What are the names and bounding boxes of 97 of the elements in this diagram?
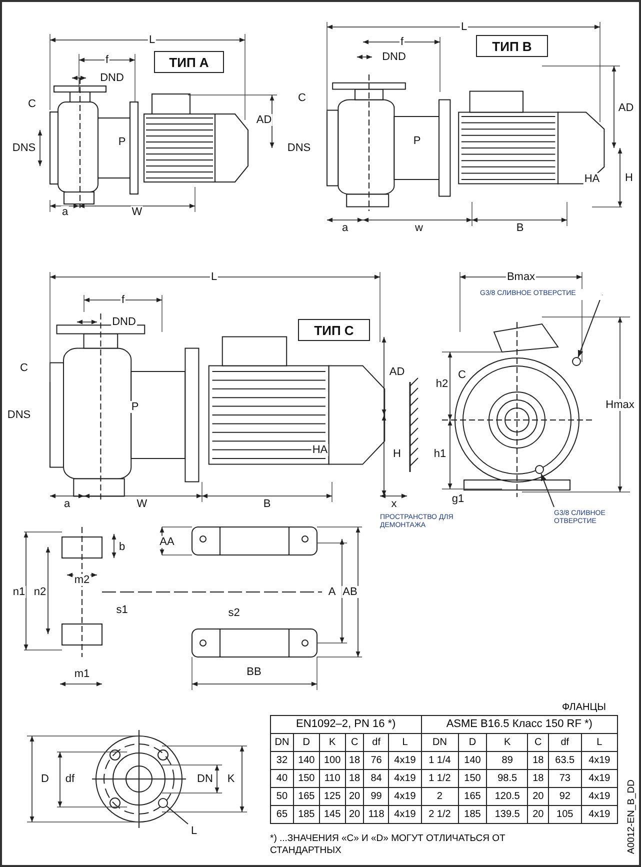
table-cell: 105 xyxy=(548,806,582,824)
dimension-label: g1 xyxy=(450,492,466,506)
dimension-label: DND xyxy=(111,316,137,328)
table-cell: 4x19 xyxy=(581,806,618,824)
dimension-label: s2 xyxy=(227,606,241,620)
table-cell: df xyxy=(364,734,389,752)
table-cell: 110 xyxy=(319,770,346,788)
table-cell: 165 xyxy=(293,788,320,806)
dimension-label: C xyxy=(457,368,467,382)
table-cell: 4x19 xyxy=(388,806,422,824)
table-cell: 73 xyxy=(548,770,582,788)
table-cell: 65 xyxy=(270,806,294,824)
dimension-label: HA xyxy=(311,444,329,456)
table-title: ФЛАНЦЫ xyxy=(562,702,606,713)
table-cell: 84 xyxy=(364,770,389,788)
table-cell: 2 1/2 xyxy=(421,806,458,824)
table-cell: 4x19 xyxy=(581,752,618,770)
drain-plug xyxy=(535,465,544,474)
footnote: *) ...ЗНАЧЕНИЯ «C» И «D» МОГУТ ОТЛИЧАТЬСЯ ОТ СТАНДАРТНЫХ xyxy=(270,833,506,858)
table-cell: L xyxy=(388,734,422,752)
dimension-label: DNS xyxy=(11,142,37,154)
table-cell: 4x19 xyxy=(581,770,618,788)
bolt-hole xyxy=(158,798,168,808)
table-cell: 18 xyxy=(345,752,364,770)
table-header: ASME B16.5 Класс 150 RF *) xyxy=(421,716,618,734)
table-cell: 145 xyxy=(319,806,346,824)
table-cell: 140 xyxy=(293,752,320,770)
table-cell: C xyxy=(528,734,548,752)
drawing-code: A0012-EN_B_DD xyxy=(626,780,637,854)
table-cell: 20 xyxy=(528,788,548,806)
dimension-label: DNS xyxy=(286,142,312,154)
dimension-label: AD xyxy=(255,114,273,126)
table-cell: 76 xyxy=(364,752,389,770)
table-cell: 4x19 xyxy=(388,788,422,806)
table-cell: DN xyxy=(270,734,294,752)
drain-plug xyxy=(572,357,581,366)
table-cell: 125 xyxy=(319,788,346,806)
dimension-label: Bmax xyxy=(506,270,536,284)
table-cell: DN xyxy=(421,734,458,752)
table-cell: 40 xyxy=(270,770,294,788)
dimension-label: P xyxy=(130,400,140,414)
dimension-label: AB xyxy=(342,586,358,598)
type-tag: ТИП В xyxy=(476,35,548,57)
table-cell: K xyxy=(319,734,346,752)
dimension-label: s1 xyxy=(115,604,129,616)
table-cell: 4x19 xyxy=(581,788,618,806)
table-cell: 63.5 xyxy=(548,752,582,770)
table-cell: 4x19 xyxy=(388,770,422,788)
leader-line xyxy=(540,473,554,508)
table-cell: 20 xyxy=(345,788,364,806)
table-cell: 140 xyxy=(458,752,487,770)
table-cell: 4x19 xyxy=(388,752,422,770)
type-tag: ТИП А xyxy=(154,51,224,73)
table-cell: df xyxy=(548,734,582,752)
table-cell: 89 xyxy=(486,752,528,770)
table-cell: L xyxy=(581,734,618,752)
dimension-label: C xyxy=(297,92,307,104)
table-cell: 20 xyxy=(345,806,364,824)
leader-line xyxy=(166,806,188,824)
table-header: EN1092–2, PN 16 *) xyxy=(270,716,422,734)
dimension-label: AA xyxy=(158,536,176,548)
table-cell: 18 xyxy=(528,770,548,788)
type-tag: ТИП С xyxy=(298,319,370,341)
table-cell: 165 xyxy=(458,788,487,806)
table-cell: K xyxy=(486,734,528,752)
dimension-label: C xyxy=(19,362,29,374)
table-cell: 18 xyxy=(345,770,364,788)
table-cell: 2 xyxy=(421,788,458,806)
table-cell: 1 1/4 xyxy=(421,752,458,770)
dimension-label: Hmax xyxy=(604,398,636,412)
table-cell: 32 xyxy=(270,752,294,770)
table-cell: 150 xyxy=(458,770,487,788)
table-cell: C xyxy=(345,734,364,752)
dimension-label: a xyxy=(60,206,70,218)
dimension-label: n1 xyxy=(12,586,26,598)
table-cell: D xyxy=(458,734,487,752)
table-cell: 99 xyxy=(364,788,389,806)
table-cell: 92 xyxy=(548,788,582,806)
table-cell: 139.5 xyxy=(486,806,528,824)
table-cell: D xyxy=(293,734,320,752)
dimension-label: C xyxy=(27,98,37,110)
table-cell: 118 xyxy=(364,806,389,824)
dimension-label: DNS xyxy=(6,408,32,422)
table-cell: 185 xyxy=(293,806,320,824)
table-cell: 98.5 xyxy=(486,770,528,788)
dimension-label: df xyxy=(64,772,76,786)
table-cell: 20 xyxy=(528,806,548,824)
table-cell: 100 xyxy=(319,752,346,770)
table-cell: 185 xyxy=(458,806,487,824)
dimension-label: HA xyxy=(583,172,601,186)
table-cell: 150 xyxy=(293,770,320,788)
table-cell: 18 xyxy=(528,752,548,770)
table-cell: 1 1/2 xyxy=(421,770,458,788)
table-cell: 50 xyxy=(270,788,294,806)
table-cell: 120.5 xyxy=(486,788,528,806)
dimension-label: m2 xyxy=(73,574,91,586)
dimension-label: b xyxy=(118,540,126,554)
